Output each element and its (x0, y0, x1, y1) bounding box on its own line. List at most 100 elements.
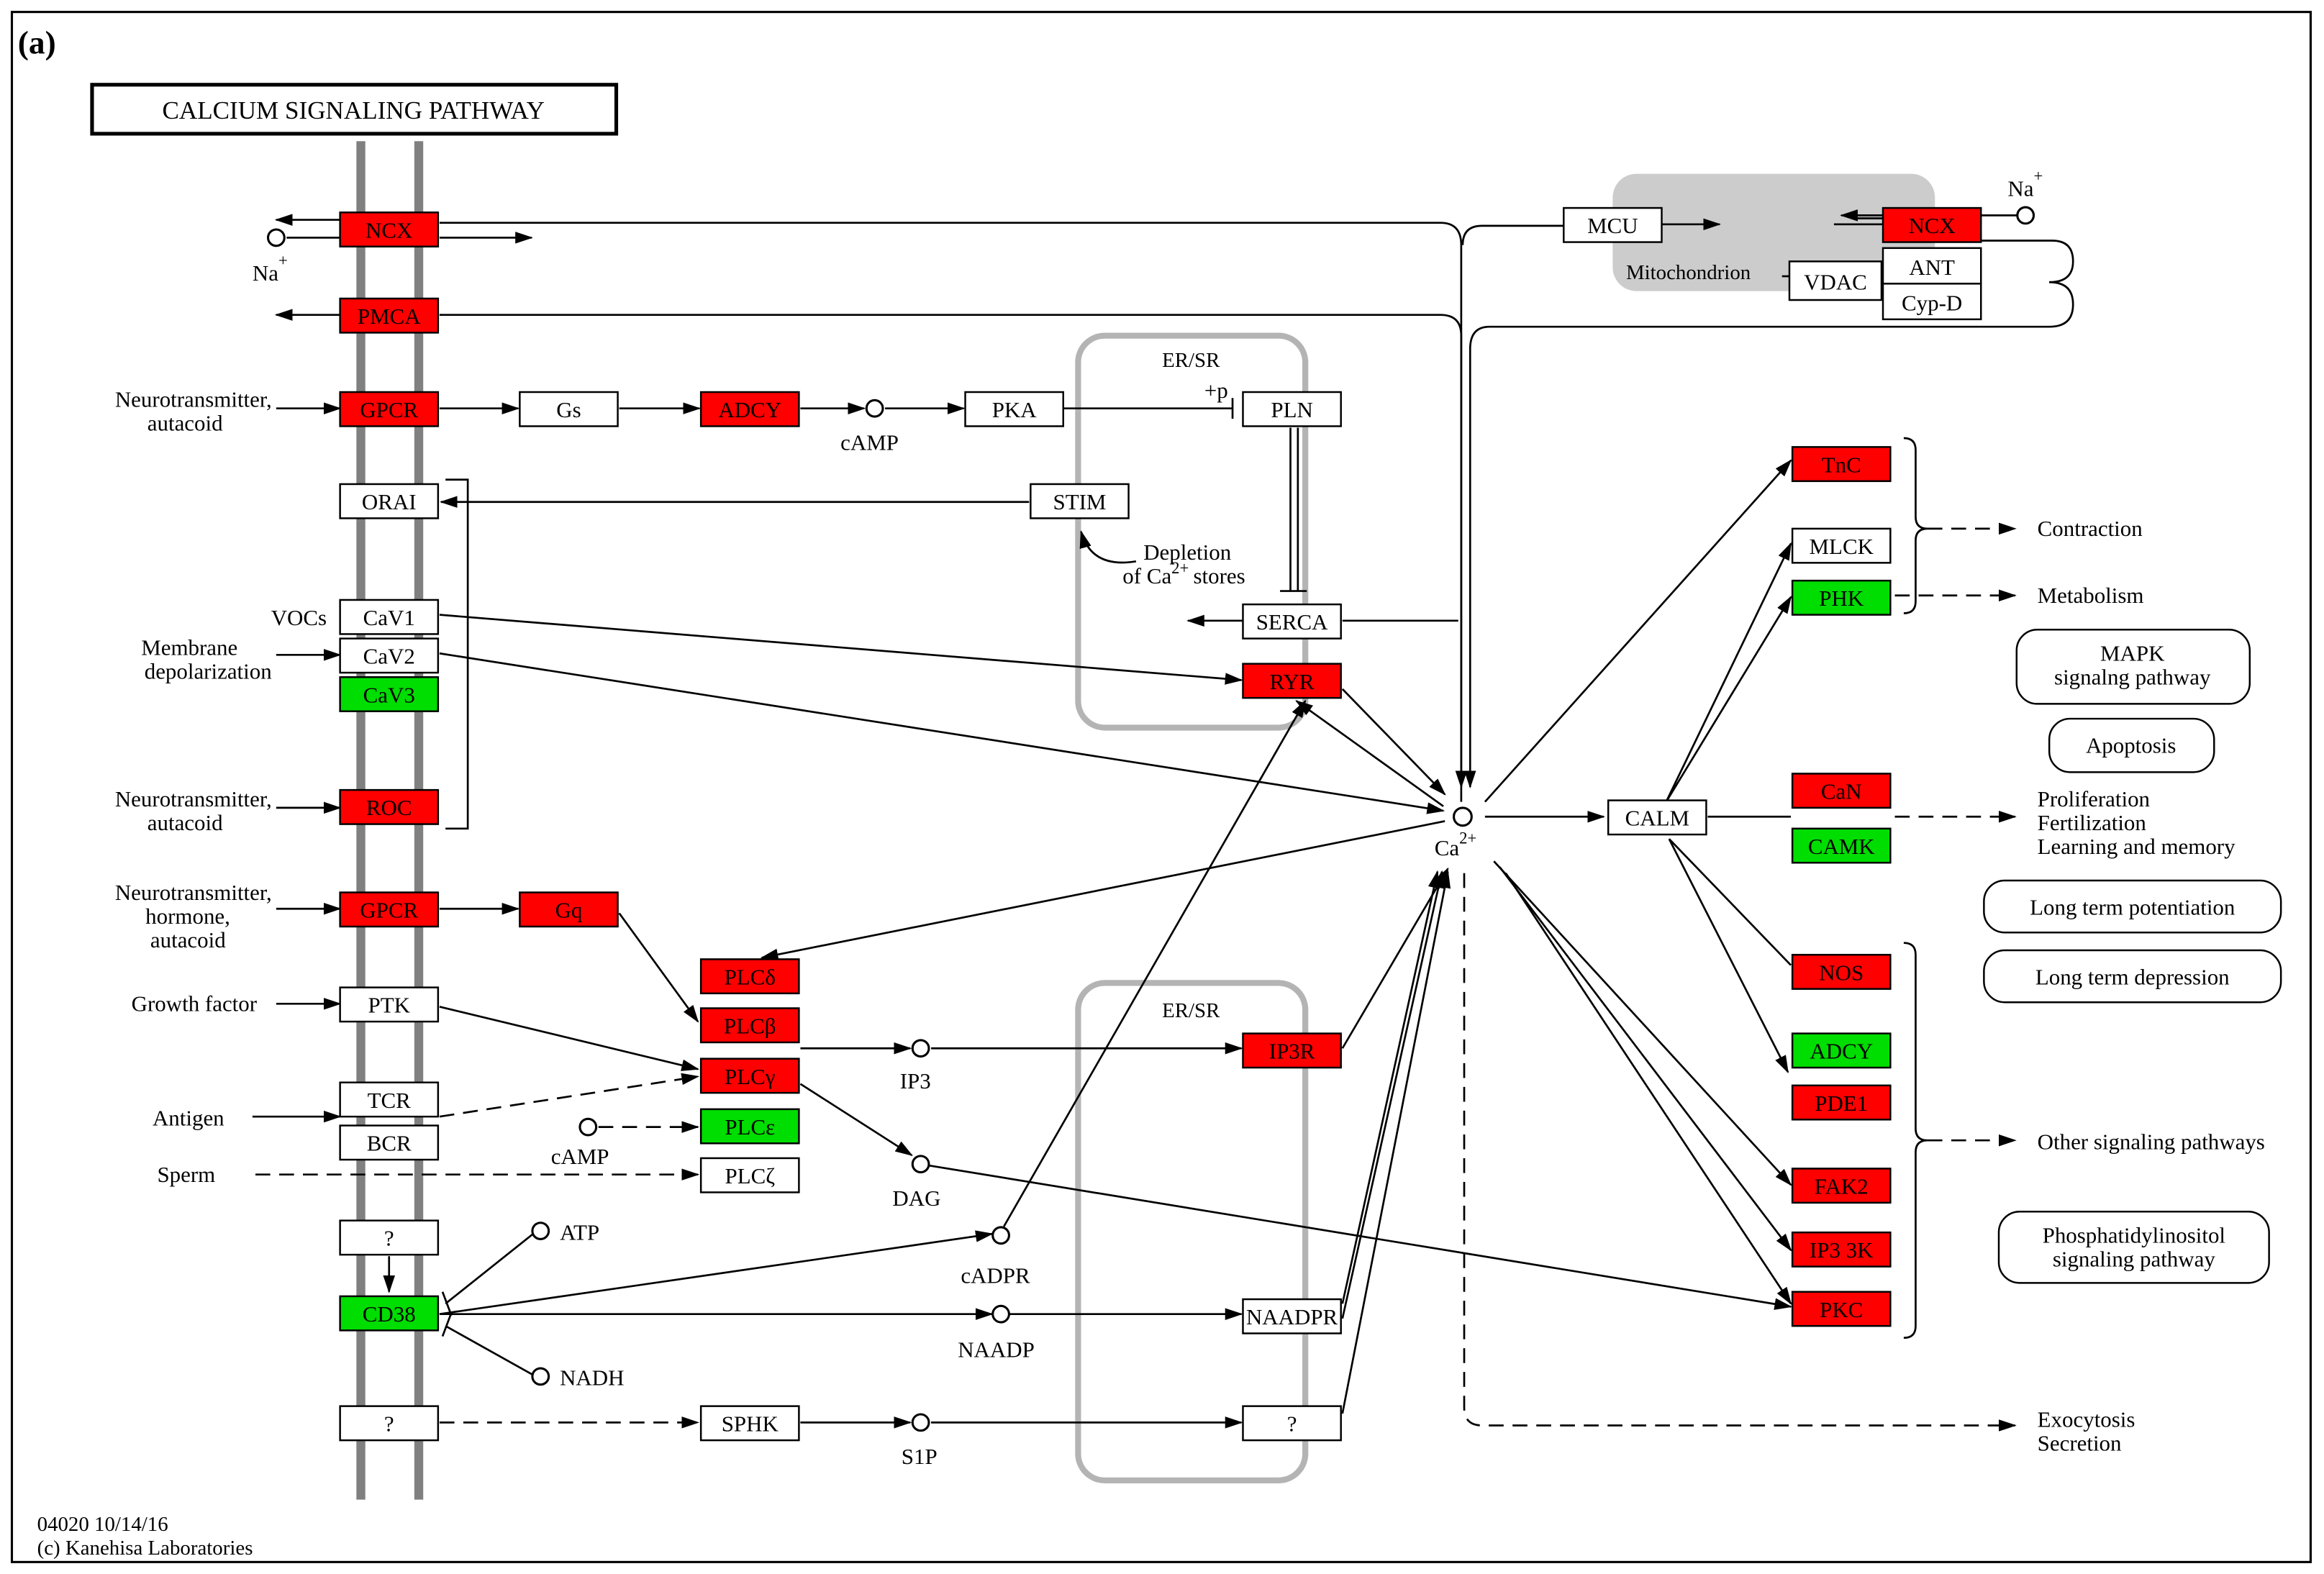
cypd-box[interactable] (1882, 283, 1982, 321)
calcium-compound[interactable] (1453, 806, 1473, 827)
pkc-box[interactable] (1791, 1291, 1892, 1327)
calm-box[interactable] (1607, 799, 1707, 836)
ncx-mito-box[interactable] (1882, 206, 1982, 243)
membrane-label-2: depolarization (145, 658, 272, 683)
camp2-compound[interactable] (578, 1117, 598, 1137)
naadp-compound[interactable] (991, 1304, 1010, 1324)
plcb-box[interactable] (699, 1007, 800, 1044)
ip3-compound[interactable] (911, 1039, 930, 1058)
edges (252, 209, 2074, 1432)
atp-compound[interactable] (531, 1222, 550, 1241)
pln-label: PLN (1271, 397, 1312, 422)
plcd-box[interactable] (699, 958, 800, 995)
tnc-box[interactable] (1791, 446, 1892, 483)
na-right-compound[interactable] (2016, 206, 2035, 225)
pmca-box[interactable] (339, 297, 440, 334)
cadpr-compound[interactable] (991, 1226, 1010, 1245)
pka-box[interactable] (964, 391, 1064, 427)
pde1-box[interactable] (1791, 1084, 1892, 1121)
dag-compound[interactable] (911, 1155, 930, 1174)
er-sr-compartment-bottom (1075, 980, 1309, 1483)
ncx-mito-label: NCX (1908, 213, 1955, 238)
serca-label: SERCA (1256, 609, 1328, 634)
unknown1-box[interactable] (339, 1219, 440, 1256)
mlck-box[interactable] (1791, 527, 1892, 564)
ip33k-label: IP3 3K (1810, 1237, 1874, 1263)
calcium-label: Ca2+ (1435, 829, 1477, 860)
cav1-box[interactable] (339, 599, 440, 635)
ant-label: ANT (1909, 255, 1955, 280)
bcr-box[interactable] (339, 1124, 440, 1161)
plcg-box[interactable] (699, 1057, 800, 1094)
nos-box[interactable] (1791, 953, 1892, 990)
naadpr-box[interactable] (1242, 1298, 1342, 1334)
cypd-label: Cyp-D (1902, 290, 1962, 315)
phk-label: PHK (1819, 586, 1864, 611)
ncx-left-box[interactable] (339, 211, 440, 247)
s1p-compound[interactable] (911, 1413, 930, 1432)
gpcr2-box[interactable] (339, 891, 440, 928)
ptk-box[interactable] (339, 986, 440, 1023)
nadh-compound[interactable] (531, 1367, 550, 1386)
sperm-label: Sperm (157, 1162, 215, 1187)
neurotransmitter3-label-2: hormone, (145, 904, 230, 929)
gs-box[interactable] (519, 391, 619, 427)
footer-copyright: (c) Kanehisa Laboratories (37, 1537, 253, 1560)
plcz-box[interactable] (699, 1157, 800, 1193)
orai-box[interactable] (339, 483, 440, 519)
cav3-box[interactable] (339, 676, 440, 712)
exocytosis-label: Exocytosis (2038, 1407, 2135, 1432)
ltd-pathway-box[interactable] (1983, 949, 2282, 1004)
serca-box[interactable] (1242, 603, 1342, 640)
na-left-compound[interactable] (266, 228, 286, 247)
camk-label: CAMK (1808, 834, 1875, 859)
footer-id-date: 04020 10/14/16 (37, 1513, 168, 1536)
adcy2-box[interactable] (1791, 1032, 1892, 1069)
gq-box[interactable] (519, 891, 619, 928)
mcu-label: MCU (1587, 213, 1638, 238)
pln-box[interactable] (1242, 391, 1342, 427)
vdac-box[interactable] (1788, 260, 1883, 301)
gpcr1-box[interactable] (339, 391, 440, 427)
sphk-box[interactable] (699, 1405, 800, 1442)
camk-box[interactable] (1791, 827, 1892, 864)
cav2-box[interactable] (339, 637, 440, 674)
vdac-label: VDAC (1804, 270, 1867, 295)
na-left-label: Na+ (253, 252, 288, 286)
nos-label: NOS (1819, 960, 1864, 985)
roc-label: ROC (366, 795, 412, 820)
adcy1-box[interactable] (699, 391, 800, 427)
roc-box[interactable] (339, 788, 440, 825)
adcy1-label: ADCY (718, 397, 781, 422)
ltp-pathway-box[interactable] (1983, 879, 2282, 934)
can-box[interactable] (1791, 773, 1892, 809)
pmca-label: PMCA (358, 304, 421, 329)
ryr-box[interactable] (1242, 663, 1342, 699)
sphk-label: SPHK (722, 1411, 779, 1437)
stim-box[interactable] (1030, 483, 1130, 519)
plcg-label: PLCγ (725, 1064, 775, 1089)
camp1-compound[interactable] (865, 399, 884, 418)
ip3r-box[interactable] (1242, 1032, 1342, 1069)
mcu-box[interactable] (1563, 206, 1663, 243)
unknown2-box[interactable] (339, 1405, 440, 1442)
fak2-box[interactable] (1791, 1168, 1892, 1204)
vocs-label: VOCs (271, 605, 327, 630)
tcr-box[interactable] (339, 1081, 440, 1118)
plce-box[interactable] (699, 1108, 800, 1145)
phosphatidylinositol-pathway-box[interactable] (1997, 1211, 2270, 1284)
ltp-pathway-label: Long term potentiation (2030, 894, 2235, 919)
cd38-box[interactable] (339, 1295, 440, 1332)
calm-label: CALM (1625, 806, 1689, 831)
ip33k-box[interactable] (1791, 1231, 1892, 1268)
mapk-pathway-box[interactable] (2015, 628, 2251, 705)
gpcr2-label: GPCR (360, 898, 418, 923)
secretion-label: Secretion (2038, 1431, 2122, 1456)
unknown3-box[interactable] (1242, 1405, 1342, 1442)
apoptosis-pathway-box[interactable] (2048, 717, 2215, 773)
metabolism-label: Metabolism (2038, 583, 2144, 608)
pde1-label: PDE1 (1815, 1091, 1868, 1116)
phk-box[interactable] (1791, 579, 1892, 616)
na-right-label: Na+ (2007, 167, 2043, 201)
pka-label: PKA (992, 397, 1038, 422)
